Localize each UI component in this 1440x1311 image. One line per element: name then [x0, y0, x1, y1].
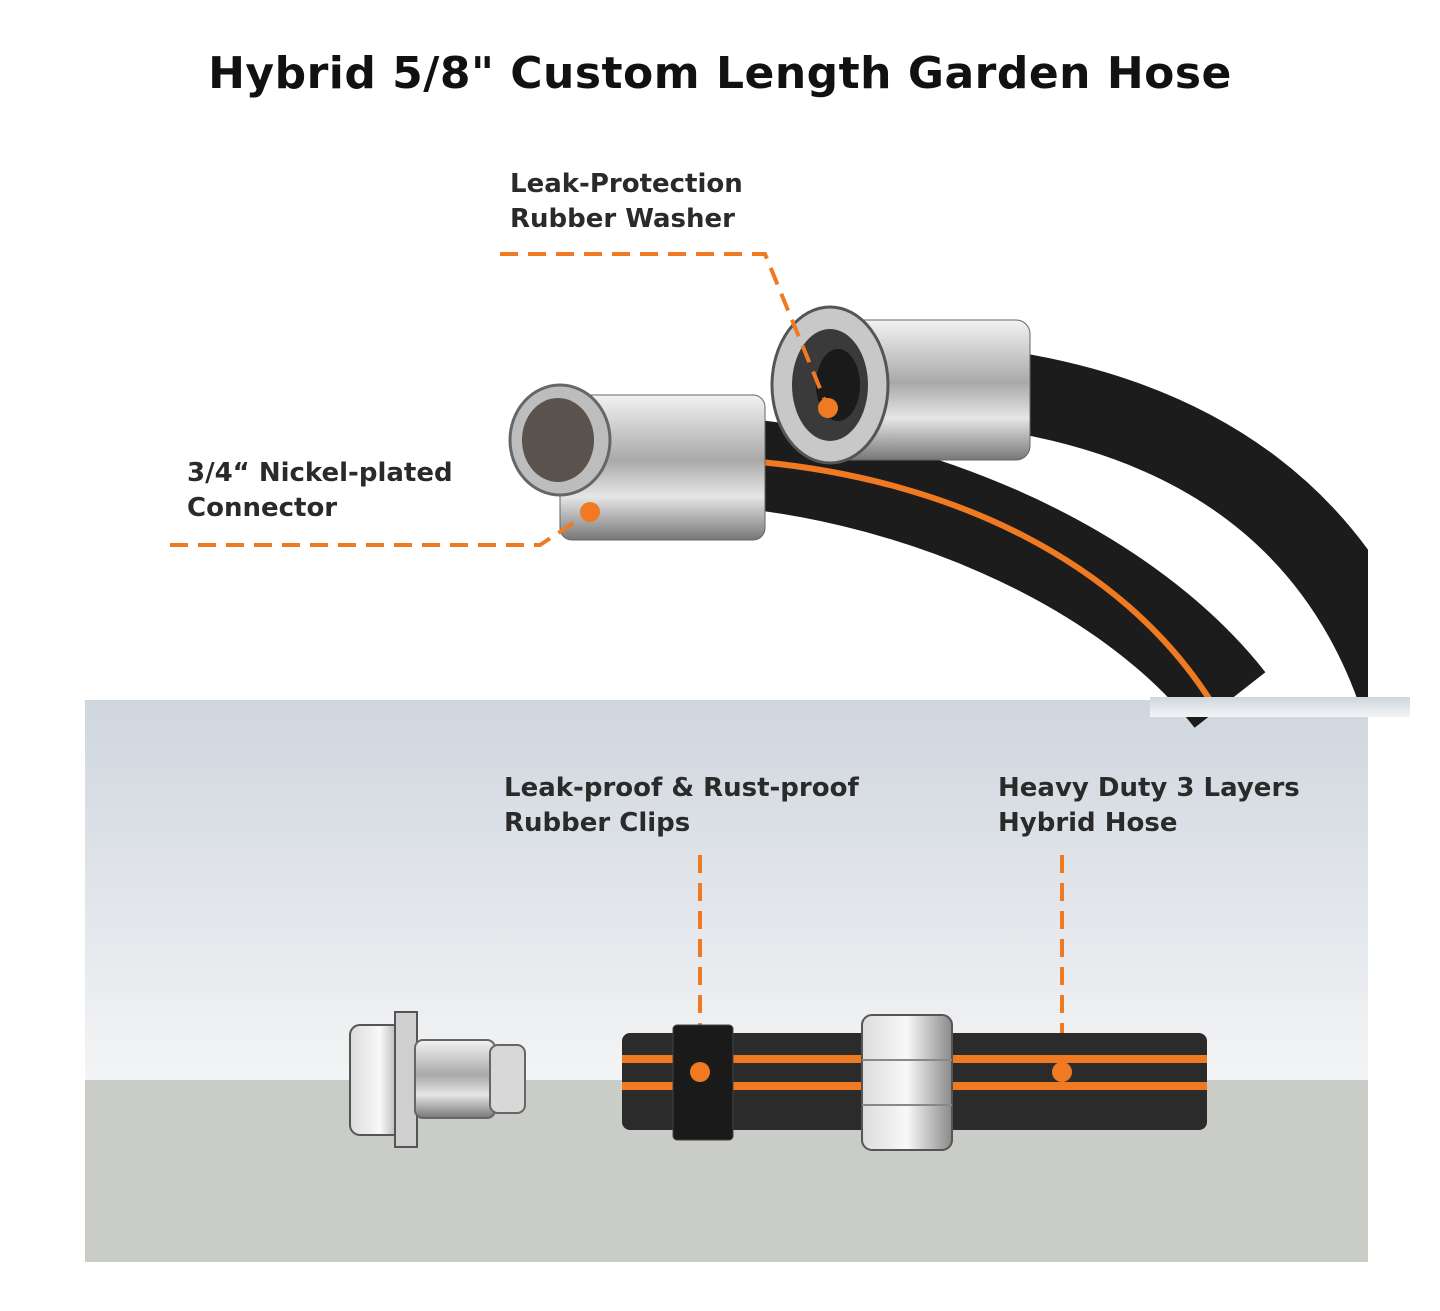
callout-dot-clips: [690, 1062, 710, 1082]
callout-text: Heavy Duty 3 Layers: [998, 773, 1300, 803]
callout-text: 3/4“ Nickel-plated: [187, 458, 453, 488]
callout-text: Rubber Clips: [504, 808, 691, 838]
callout-dot-connector: [580, 502, 600, 522]
fitting-illustration: [349, 1011, 526, 1148]
hose-bottom-illustration: [622, 1014, 1207, 1151]
callout-washer: Leak-Protection Rubber Washer: [510, 167, 743, 237]
callout-dot-washer: [818, 398, 838, 418]
callout-text: Leak-proof & Rust-proof: [504, 773, 859, 803]
callout-text: Leak-Protection: [510, 169, 743, 199]
callout-dot-hose: [1052, 1062, 1072, 1082]
callout-text: Hybrid Hose: [998, 808, 1178, 838]
callout-hose: Heavy Duty 3 Layers Hybrid Hose: [998, 771, 1300, 841]
callout-clips: Leak-proof & Rust-proof Rubber Clips: [504, 771, 859, 841]
callout-connector: 3/4“ Nickel-plated Connector: [187, 456, 453, 526]
hose-top-image: [508, 305, 1440, 729]
page-title: Hybrid 5/8" Custom Length Garden Hose: [208, 48, 1232, 99]
background-panel-top: [85, 700, 1368, 1080]
callout-text: Rubber Washer: [510, 204, 735, 234]
callout-text: Connector: [187, 493, 338, 523]
